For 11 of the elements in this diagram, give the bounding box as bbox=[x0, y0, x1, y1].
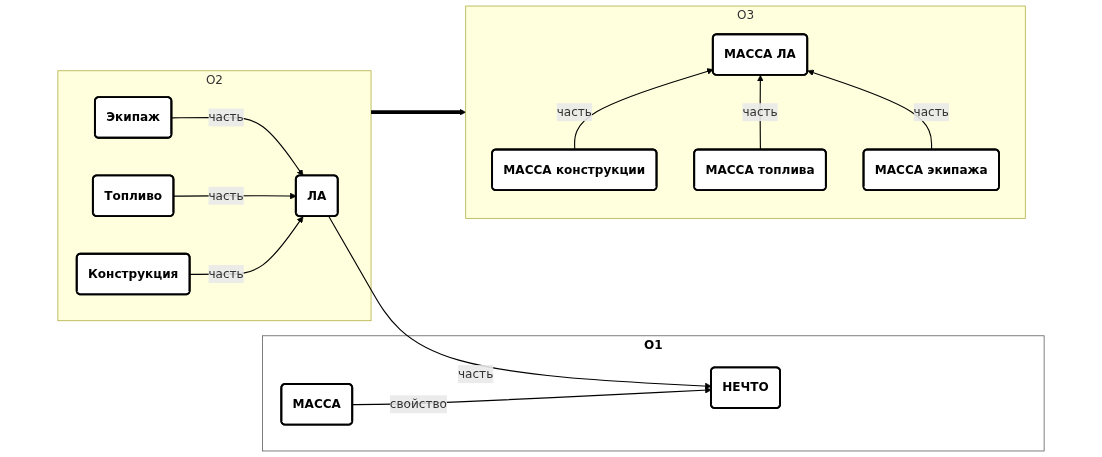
edge-label: часть bbox=[208, 266, 244, 281]
edge-label: часть bbox=[556, 104, 592, 119]
arrow bbox=[807, 69, 933, 151]
arrow bbox=[574, 68, 714, 151]
edge-label: часть bbox=[208, 109, 244, 125]
edge-label: часть bbox=[457, 366, 494, 381]
edge-label: часть bbox=[913, 104, 949, 119]
edge-label: часть bbox=[742, 104, 778, 119]
edge-label: часть bbox=[208, 188, 244, 203]
arrow bbox=[371, 108, 467, 116]
edge-label: свойство bbox=[389, 396, 447, 412]
